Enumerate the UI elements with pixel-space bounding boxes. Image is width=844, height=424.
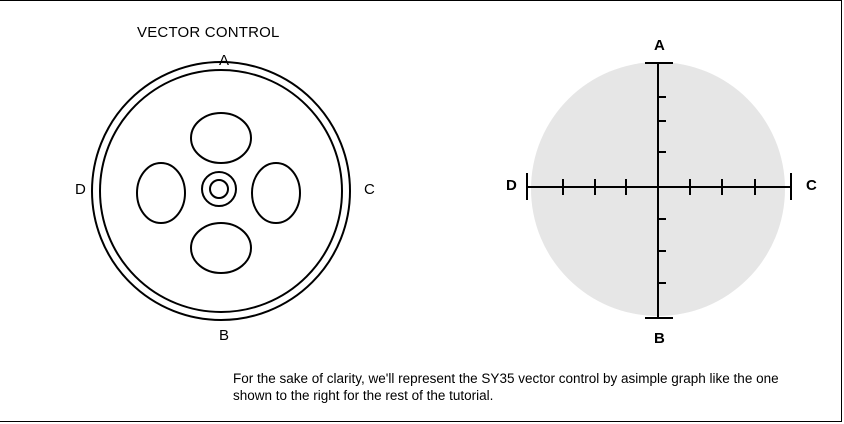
knob-lobe-left — [136, 162, 186, 224]
graph-ticks — [562, 96, 756, 284]
knob-outer-ring — [91, 61, 351, 321]
knob-label-a: A — [219, 52, 230, 69]
knob-center-inner — [209, 179, 229, 199]
knob-label-d: D — [75, 181, 86, 198]
knob-lobe-bottom — [190, 222, 252, 274]
vector-control-title: VECTOR CONTROL — [137, 24, 280, 41]
knob-lobe-top — [190, 112, 252, 164]
graph-label-d: D — [506, 177, 517, 194]
knob-center-outer — [201, 171, 237, 207]
caption-line-1: For the sake of clarity, we'll represent… — [233, 371, 779, 386]
graph-axes — [526, 62, 792, 319]
graph-label-c: C — [806, 177, 817, 194]
vector-control-knob — [91, 61, 351, 321]
caption: For the sake of clarity, we'll represent… — [233, 370, 833, 404]
graph-label-b: B — [654, 330, 665, 347]
knob-label-b: B — [219, 327, 230, 344]
knob-label-c: C — [364, 181, 375, 198]
caption-line-2: shown to the right for the rest of the t… — [233, 388, 494, 403]
knob-lobe-right — [251, 162, 301, 224]
graph-label-a: A — [654, 37, 665, 54]
knob-inner-ring — [99, 69, 343, 313]
vector-graph — [526, 62, 792, 319]
